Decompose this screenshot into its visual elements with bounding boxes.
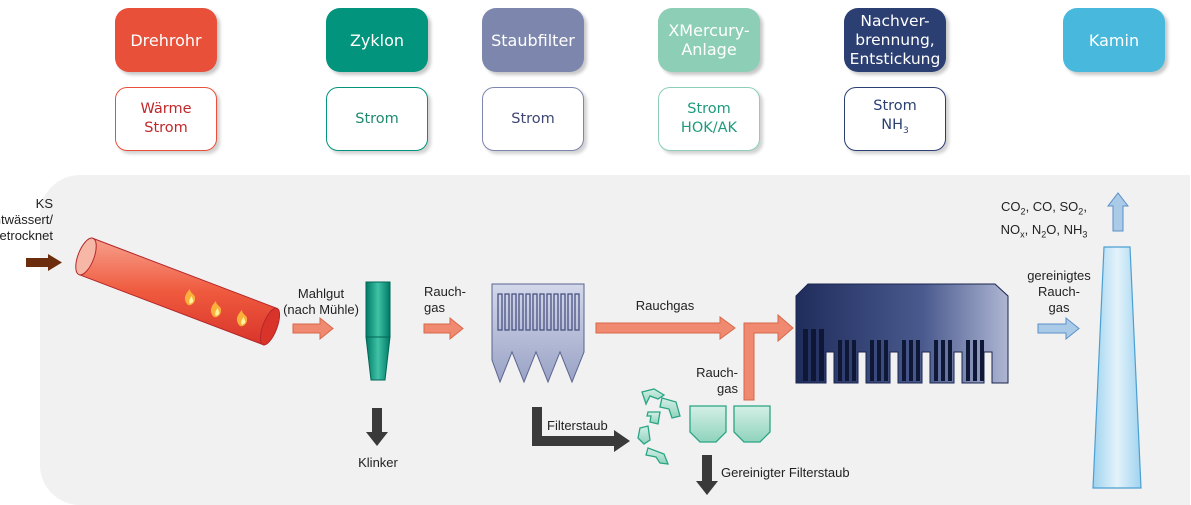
xmercury-plant — [637, 388, 771, 465]
nachverbrennung-input-strom: Strom — [873, 98, 917, 115]
gereinigtes-rauchgas-label: gereinigtes Rauch- gas — [1027, 268, 1091, 315]
stage-xmercury-inputs: Strom HOK/AK — [658, 87, 760, 151]
ks-input-label: KS entwässert/ getrocknet — [0, 196, 53, 243]
cyclone — [365, 281, 391, 381]
stage-staubfilter-inputs: Strom — [482, 87, 584, 151]
stage-drehrohr-header: Drehrohr — [115, 8, 217, 72]
rauchgas-label-2: Rauchgas — [635, 298, 695, 313]
filter-bags — [497, 293, 580, 331]
mahlgut-arrow — [292, 316, 334, 341]
hopper-1 — [689, 405, 727, 443]
bag-filter — [491, 283, 585, 384]
stage-staubfilter-header: Staubfilter — [482, 8, 584, 72]
xmercury-input-hok: HOK/AK — [680, 120, 738, 136]
emissions-line-1: CO2, CO, SO2, — [1001, 199, 1087, 217]
gereinigtes-rauchgas-arrow — [1037, 316, 1080, 341]
klinker-arrow — [366, 408, 388, 446]
gereinigter-filterstaub-arrow — [696, 455, 718, 495]
nachverbrennung-input-nh3: NH3 — [881, 117, 909, 136]
gereinigter-filterstaub-label: Gereinigter Filterstaub — [721, 465, 850, 480]
flame-icon — [184, 289, 196, 306]
klinker-label: Klinker — [358, 455, 398, 470]
flame-icon — [236, 310, 248, 327]
scr-unit — [795, 283, 1009, 384]
stage-zyklon-header: Zyklon — [326, 8, 428, 72]
stage-kamin-header: Kamin — [1063, 8, 1165, 72]
stage-drehrohr-inputs: Wärme Strom — [115, 87, 217, 151]
rauchgas-label-1: Rauch- gas — [424, 284, 466, 315]
emissions-label: CO2, CO, SO2, NOx, N2O, NH3 — [990, 198, 1098, 243]
rauchgas-arrow-3 — [743, 313, 794, 401]
recycle-icon — [637, 388, 681, 465]
stage-nachverbrennung-header: Nachver- brennung, Entstickung — [844, 8, 946, 72]
rauchgas-arrow-1 — [423, 316, 464, 341]
stage-xmercury-header: XMercury- Anlage — [658, 8, 760, 72]
filterstaub-label: Filterstaub — [547, 418, 608, 433]
rotary-kiln — [75, 237, 281, 346]
mahlgut-label: Mahlgut (nach Mühle) — [283, 286, 359, 317]
flame-icon — [210, 301, 222, 318]
xmercury-input-strom: Strom — [687, 101, 731, 117]
stage-nachverbrennung-inputs: Strom NH3 — [844, 87, 946, 151]
stack — [1092, 246, 1142, 489]
rauchgas-arrow-2 — [595, 316, 736, 340]
ks-input-arrow — [26, 254, 62, 271]
rauchgas-label-3: Rauch- gas — [696, 365, 738, 396]
filterstaub-arrow — [532, 407, 630, 452]
stage-zyklon-inputs: Strom — [326, 87, 428, 151]
emission-up-arrow — [1106, 192, 1130, 232]
emissions-line-2: NOx, N2O, NH3 — [1000, 221, 1088, 240]
hopper-2 — [733, 405, 771, 443]
